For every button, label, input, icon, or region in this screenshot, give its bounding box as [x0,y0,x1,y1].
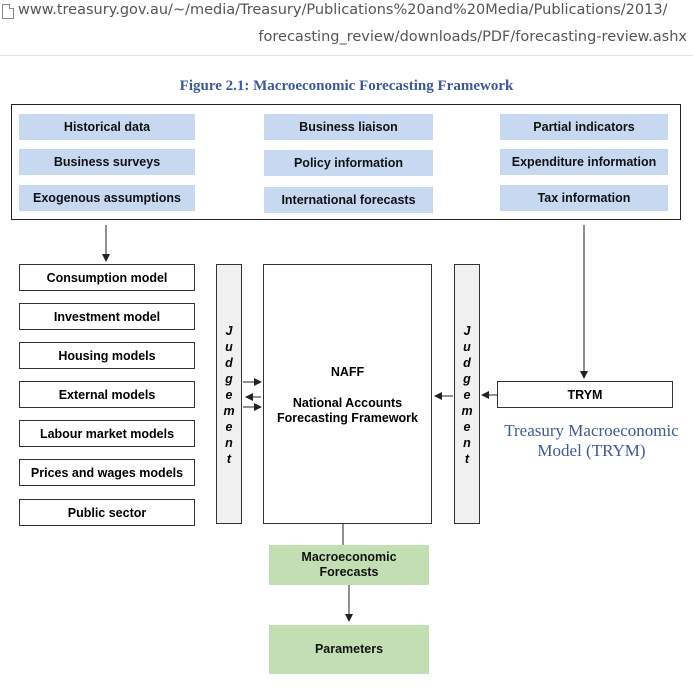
input-policy-information: Policy information [264,150,433,176]
model-housing: Housing models [19,342,195,369]
naff-abbreviation: NAFF [330,365,365,379]
judgement-bar-left: J u d g e m e n t [216,264,242,524]
model-prices-wages: Prices and wages models [19,459,195,486]
input-partial-indicators: Partial indicators [500,114,668,140]
input-historical-data: Historical data [19,114,195,140]
figure-title: Figure 2.1: Macroeconomic Forecasting Fr… [179,78,514,94]
url-line-2[interactable]: forecasting_review/downloads/PDF/forecas… [258,29,687,45]
parameters-box: Parameters [269,625,429,674]
input-exogenous-assumptions: Exogenous assumptions [19,185,195,211]
judgement-bar-right: J u d g e m e n t [454,264,480,524]
trym-caption: Treasury Macroeconomic Model (TRYM) [504,421,679,460]
naff-box: NAFF National Accounts Forecasting Frame… [263,264,432,524]
model-external: External models [19,381,195,408]
input-international-forecasts: International forecasts [264,187,433,213]
model-consumption: Consumption model [19,264,195,291]
input-business-surveys: Business surveys [19,149,195,175]
model-investment: Investment model [19,303,195,330]
input-expenditure-information: Expenditure information [500,149,668,175]
document-icon [2,4,14,19]
model-labour-market: Labour market models [19,420,195,447]
macroeconomic-forecasts-box: Macroeconomic Forecasts [269,545,429,585]
input-business-liaison: Business liaison [264,114,433,140]
trym-box: TRYM [497,381,673,408]
input-tax-information: Tax information [500,185,668,211]
model-public-sector: Public sector [19,499,195,526]
naff-full-name: National Accounts Forecasting Framework [276,396,418,425]
chrome-divider [0,55,693,56]
judgement-label-left: J u d g e m e n t [223,324,235,466]
url-line-1[interactable]: www.treasury.gov.au/~/media/Treasury/Pub… [18,2,668,18]
judgement-label-right: J u d g e m e n t [461,324,473,466]
